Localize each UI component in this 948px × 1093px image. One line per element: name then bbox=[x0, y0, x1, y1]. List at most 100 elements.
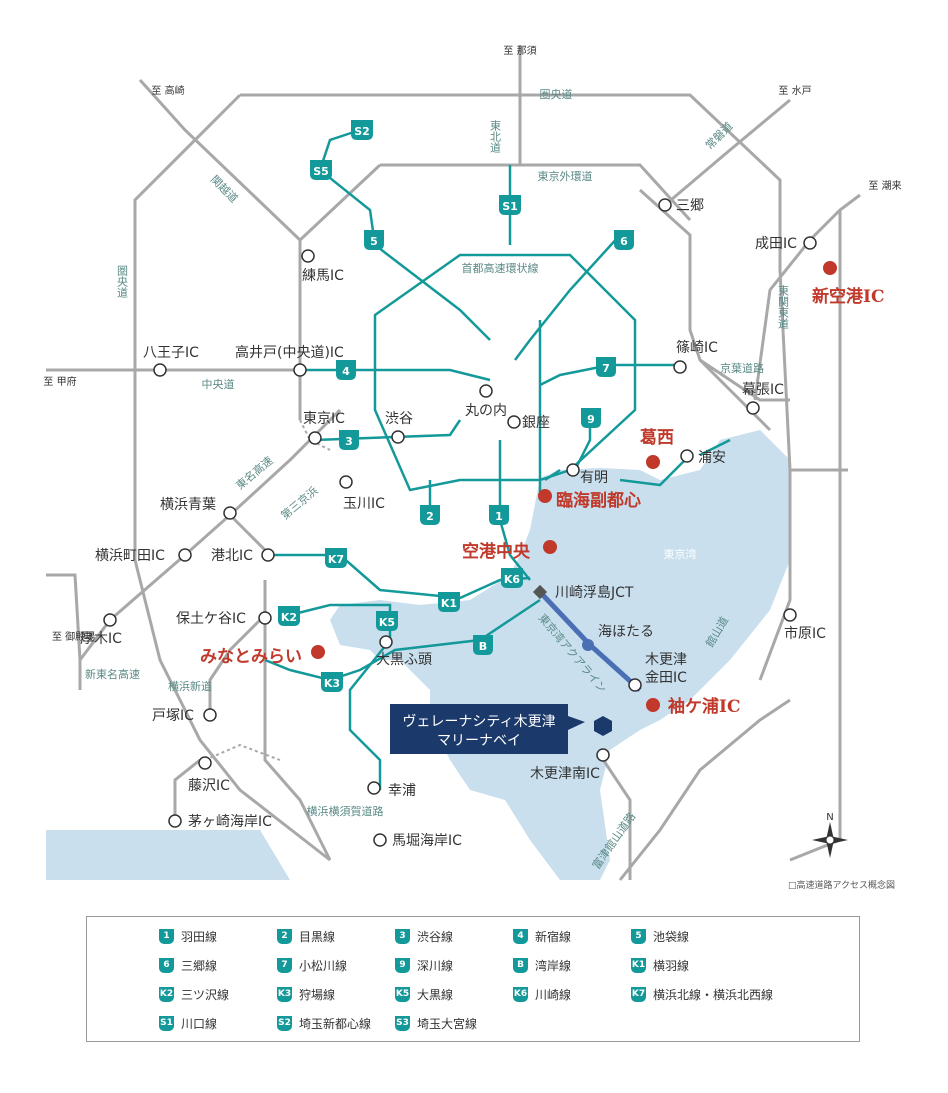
road-tomei: 東名高速 bbox=[233, 453, 276, 492]
road-keiyo: 京葉道路 bbox=[720, 361, 764, 375]
legend-item: 9 深川線 bbox=[395, 958, 513, 973]
svg-text:3: 3 bbox=[345, 435, 353, 448]
road-daisan-keihin: 第三京浜 bbox=[278, 483, 321, 522]
label-umihotaru: 海ほたる bbox=[598, 624, 654, 640]
dir-itako: 至 潮来 bbox=[868, 179, 901, 192]
planned-roads bbox=[204, 419, 331, 761]
legend-label: 横浜北線・横浜北西線 bbox=[653, 988, 774, 1002]
svg-text:B: B bbox=[479, 640, 487, 653]
label-takaido: 高井戸(中央道)IC bbox=[235, 344, 344, 361]
label-kisarazu-kaneda-2: 金田IC bbox=[645, 670, 687, 686]
badge-k5: K5 bbox=[376, 611, 398, 631]
badge-5: 5 bbox=[364, 230, 384, 250]
dir-takasaki: 至 高崎 bbox=[151, 84, 184, 97]
route-badges: S2 S5 S1 5 6 4 7 9 3 2 1 K7 K6 K1 K2 K5 … bbox=[278, 120, 634, 692]
svg-text:K5: K5 bbox=[379, 616, 395, 629]
label-tamagawa: 玉川IC bbox=[343, 496, 385, 512]
label-nerima: 練馬IC bbox=[302, 268, 344, 284]
property-line2: マリーナベイ bbox=[437, 733, 521, 749]
road-ken-o: 圏央道 bbox=[540, 87, 573, 101]
property-marker bbox=[390, 704, 612, 754]
compass-icon bbox=[812, 822, 848, 858]
svg-text:K6: K6 bbox=[504, 573, 521, 586]
label-kasai: 葛西 bbox=[639, 427, 674, 448]
legend-badge: K5 bbox=[395, 987, 410, 1002]
road-ken-o-west: 圏央道 bbox=[116, 265, 129, 298]
dir-kofu: 至 甲府 bbox=[43, 375, 76, 388]
label-tokyo-ic: 東京IC bbox=[303, 411, 345, 427]
svg-text:5: 5 bbox=[370, 235, 378, 248]
highway-map: S2 S5 S1 5 6 4 7 9 3 2 1 K7 K6 K1 K2 K5 … bbox=[43, 45, 902, 881]
badge-s1: S1 bbox=[499, 195, 521, 215]
legend-badge: 5 bbox=[631, 929, 646, 944]
legend-badge: 9 bbox=[395, 958, 410, 973]
label-shinozaki: 篠崎IC bbox=[676, 340, 718, 356]
label-marunouchi: 丸の内 bbox=[465, 403, 507, 419]
svg-text:K3: K3 bbox=[324, 677, 340, 690]
badge-6: 6 bbox=[614, 230, 634, 250]
label-rinkai: 臨海副都心 bbox=[556, 490, 641, 511]
label-totsuka: 戸塚IC bbox=[152, 708, 194, 724]
label-chigasaki: 茅ヶ崎海岸IC bbox=[188, 814, 272, 830]
legend-label: 湾岸線 bbox=[535, 959, 572, 973]
legend-badge: K1 bbox=[631, 958, 646, 973]
label-kuko: 空港中央 bbox=[462, 541, 531, 562]
legend-label: 三郷線 bbox=[181, 959, 218, 973]
legend-label: 目黒線 bbox=[299, 930, 336, 944]
badge-k6: K6 bbox=[501, 568, 523, 588]
label-minatomirai: みなとみらい bbox=[200, 647, 302, 667]
legend-badge: 2 bbox=[277, 929, 292, 944]
svg-text:2: 2 bbox=[426, 510, 434, 523]
legend-item: 2 目黒線 bbox=[277, 929, 395, 944]
legend-label: 横羽線 bbox=[653, 959, 690, 973]
tokyo-bay-label: 東京湾 bbox=[664, 547, 697, 561]
kawasaki-jct-marker bbox=[532, 584, 548, 600]
svg-text:1: 1 bbox=[495, 510, 503, 523]
label-ginza: 銀座 bbox=[522, 415, 550, 431]
label-shibuya: 渋谷 bbox=[385, 411, 413, 427]
label-daikoku: 大黒ふ頭 bbox=[376, 652, 432, 668]
svg-text:6: 6 bbox=[620, 235, 628, 248]
svg-text:7: 7 bbox=[602, 362, 610, 375]
badge-2: 2 bbox=[420, 505, 440, 525]
badge-b: B bbox=[473, 635, 493, 655]
badge-7: 7 bbox=[596, 357, 616, 377]
label-sodegaura: 袖ケ浦IC bbox=[668, 696, 740, 717]
legend-label: 埼玉新都心線 bbox=[299, 1017, 372, 1031]
label-kisarazu-minami: 木更津南IC bbox=[530, 766, 600, 782]
label-atsugi: 厚木IC bbox=[80, 631, 122, 647]
legend-label: 羽田線 bbox=[181, 930, 218, 944]
label-ariake: 有明 bbox=[580, 470, 608, 486]
legend-label: 大黒線 bbox=[417, 988, 454, 1002]
tokyo-bay-water bbox=[46, 430, 790, 880]
svg-text:S1: S1 bbox=[502, 200, 518, 213]
legend-label: 深川線 bbox=[417, 959, 454, 973]
label-yokohama-aoba: 横浜青葉 bbox=[160, 497, 216, 513]
badge-k1: K1 bbox=[438, 592, 460, 612]
legend-badge: S2 bbox=[277, 1016, 292, 1031]
legend-badge: 7 bbox=[277, 958, 292, 973]
svg-text:K2: K2 bbox=[281, 611, 297, 624]
label-narita: 成田IC bbox=[755, 236, 797, 252]
road-shin-tomei: 新東名高速 bbox=[85, 667, 140, 681]
legend-label: 渋谷線 bbox=[417, 930, 454, 944]
ic-nodes bbox=[103, 198, 817, 847]
label-hodogaya: 保土ケ谷IC bbox=[176, 611, 246, 627]
legend-item: S2 埼玉新都心線 bbox=[277, 1016, 395, 1031]
label-makuhari: 幕張IC bbox=[742, 382, 784, 398]
legend-label: 池袋線 bbox=[653, 930, 690, 944]
legend-label: 川崎線 bbox=[535, 988, 572, 1002]
badge-1: 1 bbox=[489, 505, 509, 525]
label-shinkuko: 新空港IC bbox=[812, 286, 884, 307]
legend-item: 5 池袋線 bbox=[631, 929, 781, 944]
legend-label: 三ツ沢線 bbox=[181, 988, 230, 1002]
label-fujisawa: 藤沢IC bbox=[188, 778, 230, 794]
label-urayasu: 浦安 bbox=[698, 450, 726, 466]
legend-label: 川口線 bbox=[181, 1017, 218, 1031]
